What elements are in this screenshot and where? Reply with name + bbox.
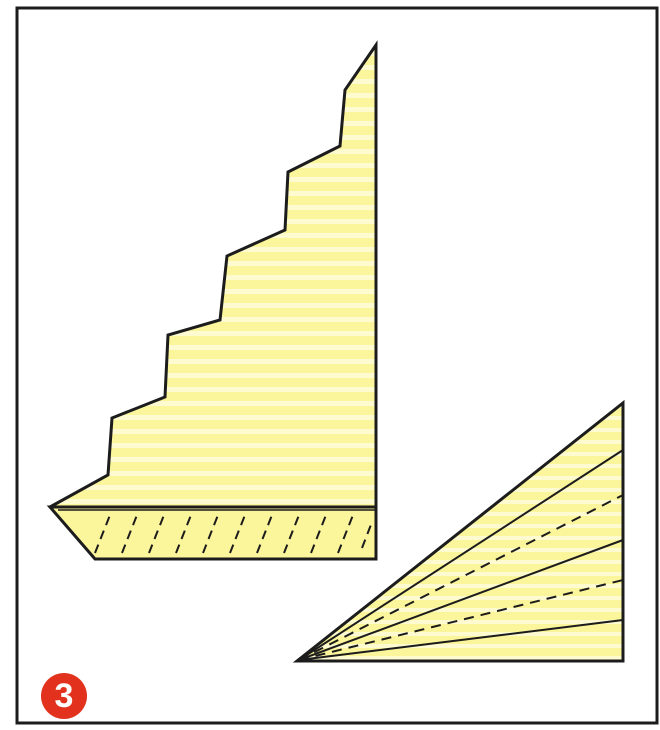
stepped-paper-body	[50, 45, 376, 507]
step-number-badge: 3	[41, 673, 87, 719]
folded-base-strip	[50, 507, 376, 559]
stepped-paper-shape	[50, 45, 376, 559]
step-number: 3	[55, 677, 74, 715]
